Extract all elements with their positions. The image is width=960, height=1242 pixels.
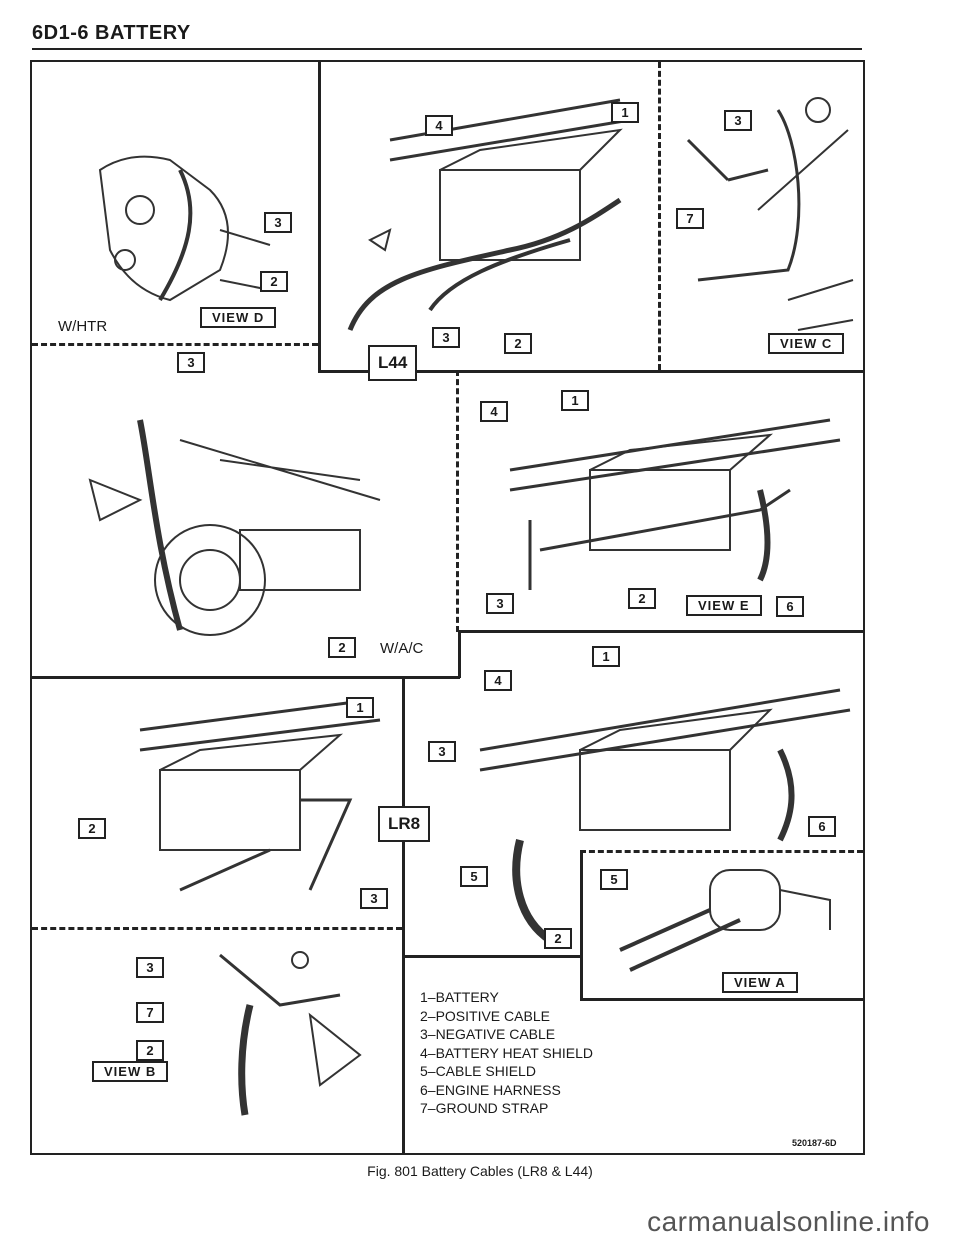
divider-lower — [32, 676, 460, 679]
divider-view-a-top — [580, 850, 863, 853]
callout-negative-cable: 3 — [486, 593, 514, 614]
figure-caption: Fig. 801 Battery Cables (LR8 & L44) — [367, 1163, 593, 1179]
callout-engine-harness: 6 — [776, 596, 804, 617]
divider-l44-left — [318, 62, 321, 372]
view-b-label: VIEW B — [92, 1061, 169, 1082]
view-c-illustration — [686, 97, 854, 331]
callout-positive-cable: 2 — [628, 588, 656, 609]
legend-item: 3–NEGATIVE CABLE — [420, 1026, 556, 1042]
callout-positive-cable: 2 — [544, 928, 572, 949]
engine-lr8-label: LR8 — [378, 806, 431, 842]
view-d-label: VIEW D — [200, 307, 277, 328]
header-rule — [32, 48, 862, 50]
callout-engine-harness: 6 — [808, 816, 836, 837]
view-e-illustration — [509, 418, 841, 590]
callout-ground-strap: 7 — [676, 208, 704, 229]
view-c-label: VIEW C — [768, 333, 845, 354]
divider-wac-step — [458, 630, 461, 678]
view-a-label: VIEW A — [722, 972, 798, 993]
divider-lr8 — [402, 676, 405, 1153]
page-header: 6D1-6 BATTERY — [32, 22, 191, 44]
callout-battery: 1 — [346, 697, 374, 718]
callout-positive-cable: 2 — [260, 271, 288, 292]
part-number: 520187-6D — [792, 1138, 837, 1148]
callout-positive-cable: 2 — [136, 1040, 164, 1061]
view-b-illustration — [219, 951, 362, 1116]
legend-item: 4–BATTERY HEAT SHIELD — [420, 1044, 593, 1061]
lr8-battery-illustration — [139, 698, 381, 892]
callout-heat-shield: 4 — [480, 401, 508, 422]
divider-top-mid — [318, 370, 863, 373]
legend-item: 6–ENGINE HARNESS — [420, 1081, 561, 1098]
legend-item: 5–CABLE SHIELD — [420, 1063, 536, 1079]
engine-l44-label: L44 — [368, 345, 418, 381]
view-a-illustration — [619, 869, 831, 972]
callout-negative-cable: 3 — [177, 352, 205, 373]
divider-view-b — [32, 927, 402, 930]
divider-view-a-bottom — [580, 998, 863, 1001]
callout-battery: 1 — [592, 646, 620, 667]
callout-positive-cable: 2 — [328, 637, 356, 658]
divider-view-d — [32, 343, 318, 346]
divider-legend-top — [405, 955, 583, 958]
callout-battery: 1 — [611, 102, 639, 123]
label-w-htr: W/HTR — [58, 318, 108, 335]
callout-negative-cable: 3 — [264, 212, 292, 233]
lr8-shield-illustration — [479, 688, 851, 944]
callout-negative-cable: 3 — [136, 957, 164, 978]
legend-item: 2–POSITIVE CABLE — [420, 1007, 550, 1024]
l44-battery-illustration — [347, 98, 631, 331]
figure-frame — [30, 60, 865, 1155]
callout-negative-cable: 3 — [360, 888, 388, 909]
callout-heat-shield: 4 — [425, 115, 453, 136]
callout-cable-shield: 5 — [460, 866, 488, 887]
callout-negative-cable: 3 — [428, 741, 456, 762]
callout-ground-strap: 7 — [136, 1002, 164, 1023]
callout-heat-shield: 4 — [484, 670, 512, 691]
callout-positive-cable: 2 — [78, 818, 106, 839]
divider-view-a-left — [580, 850, 583, 1000]
callout-battery: 1 — [561, 390, 589, 411]
legend-item: 1–BATTERY — [420, 989, 499, 1005]
view-e-label: VIEW E — [686, 595, 762, 616]
callout-cable-shield: 5 — [600, 869, 628, 890]
divider-view-c — [658, 62, 661, 370]
divider-view-e-left — [456, 370, 459, 632]
legend-item: 7–GROUND STRAP — [420, 1100, 549, 1116]
legend: 1–BATTERY 2–POSITIVE CABLE 3–NEGATIVE CA… — [420, 988, 593, 1118]
watermark: carmanualsonline.info — [647, 1206, 930, 1237]
label-w-ac: W/A/C — [380, 640, 424, 657]
callout-negative-cable: 3 — [432, 327, 460, 348]
view-d-illustration — [98, 155, 271, 302]
callout-negative-cable: 3 — [724, 110, 752, 131]
divider-mid — [460, 630, 863, 633]
callout-positive-cable: 2 — [504, 333, 532, 354]
wac-starter-illustration — [88, 419, 381, 636]
